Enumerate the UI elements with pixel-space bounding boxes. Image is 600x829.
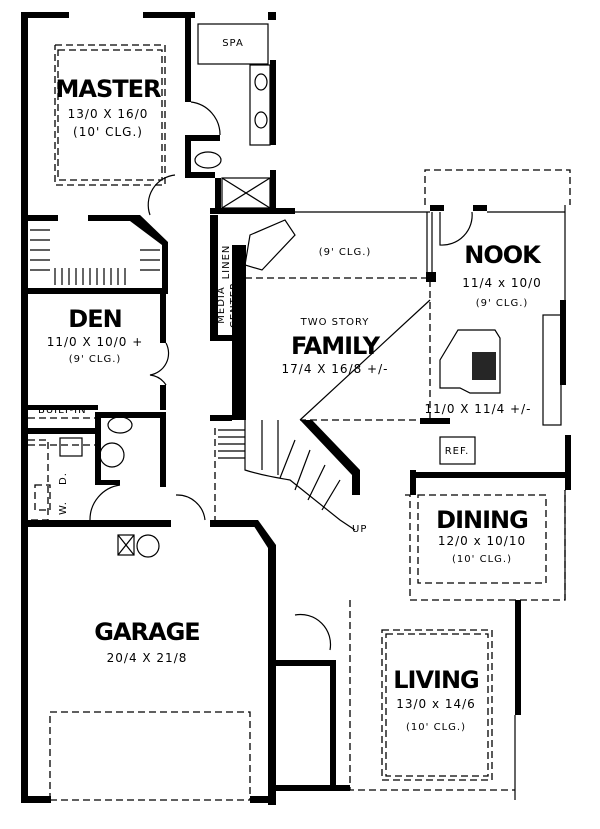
built-in-label: BUILT-IN	[38, 405, 87, 416]
staircase	[244, 219, 360, 531]
living-ceiling: (10' CLG.)	[406, 722, 466, 733]
media-label-2: CENTER	[229, 282, 240, 328]
linen-label: LINEN	[221, 245, 232, 280]
family-size: 17/4 X 16/8 +/-	[282, 362, 389, 376]
dryer-label: D.	[58, 472, 69, 485]
garage-size: 20/4 X 21/8	[107, 651, 188, 665]
family-note: TWO STORY	[300, 317, 370, 328]
master-ceiling: (10' CLG.)	[73, 125, 143, 139]
washer-label: W.	[58, 501, 69, 515]
dining-ceiling: (10' CLG.)	[452, 554, 512, 565]
living-label: LIVING	[393, 666, 479, 694]
closet-shelving	[30, 229, 245, 459]
living-size: 13/0 x 14/6	[396, 697, 476, 711]
stairs-up-label: UP	[352, 524, 367, 535]
den-label: DEN	[68, 305, 121, 333]
family-label: FAMILY	[291, 332, 381, 360]
nook-label: NOOK	[464, 241, 542, 269]
kitchen-size: 11/0 X 11/4 +/-	[425, 402, 532, 416]
spa-label: SPA	[222, 38, 244, 49]
media-label-1: MEDIA	[216, 286, 227, 323]
den-ceiling: (9' CLG.)	[69, 354, 122, 365]
den-size: 11/0 X 10/0 +	[47, 335, 144, 349]
garage-label: GARAGE	[94, 618, 199, 646]
nook-size: 11/4 x 10/0	[462, 276, 542, 290]
walls	[21, 12, 571, 805]
dining-size: 12/0 x 10/10	[438, 534, 526, 548]
dining-label: DINING	[436, 506, 528, 534]
nook-ceiling: (9' CLG.)	[476, 298, 529, 309]
outlines	[28, 23, 571, 801]
master-size: 13/0 X 16/0	[68, 107, 149, 121]
family-ceiling: (9' CLG.)	[319, 247, 372, 258]
master-label: MASTER	[56, 75, 162, 103]
refrigerator-label: REF.	[445, 446, 470, 457]
